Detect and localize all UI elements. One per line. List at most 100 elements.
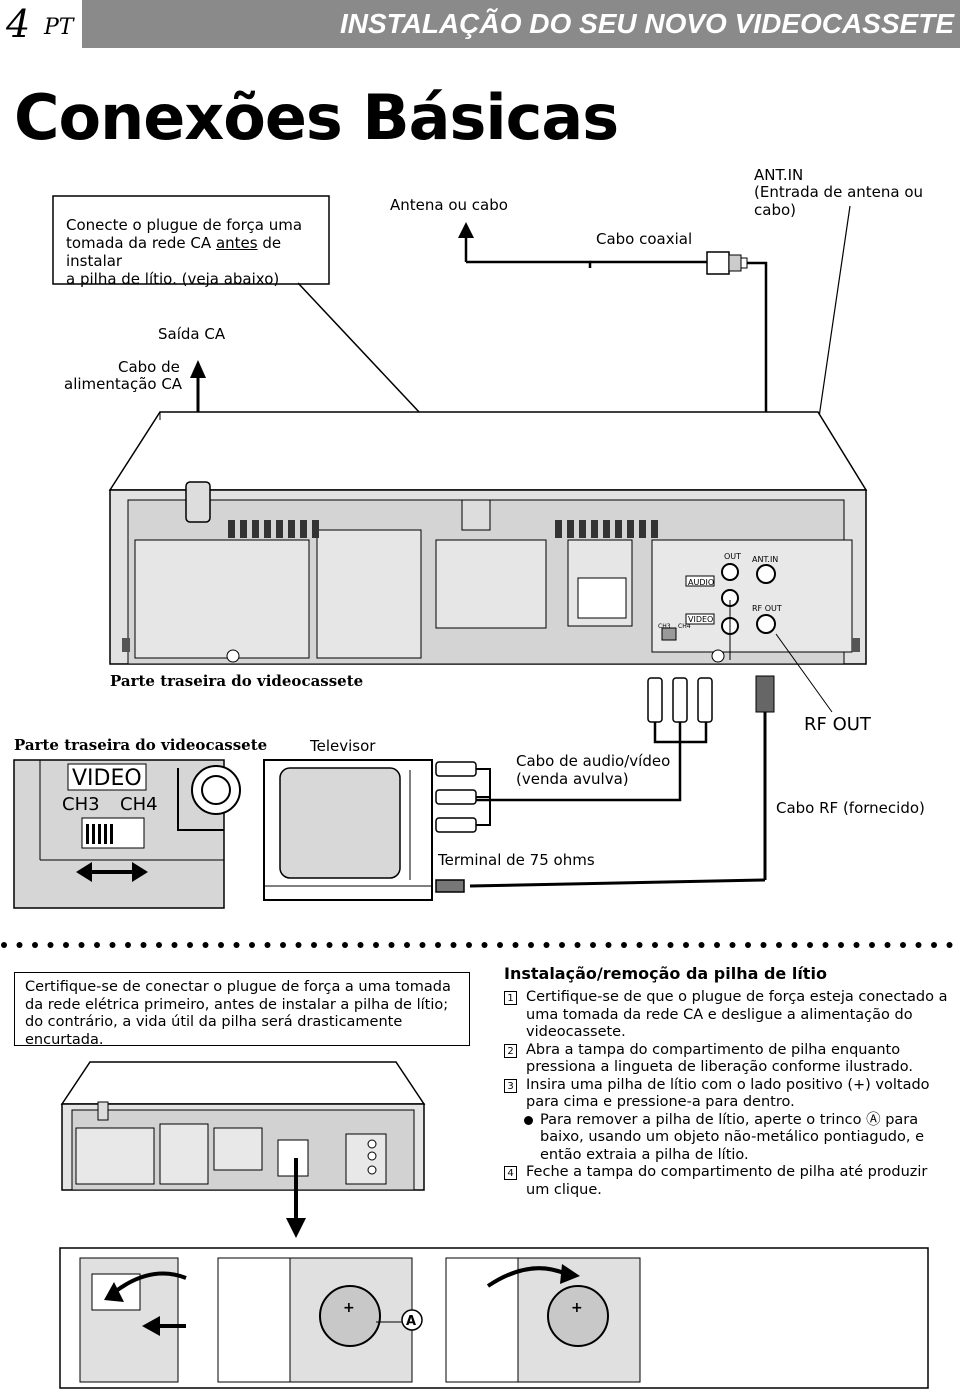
svg-text:CH3: CH3 <box>658 623 671 630</box>
divider-dot <box>404 942 410 948</box>
divider-dot <box>342 942 348 948</box>
av-cable-label-2: (venda avulva) <box>516 770 629 788</box>
rear-label: Parte traseira do videocassete <box>110 672 364 690</box>
coax-label: Cabo coaxial <box>596 230 693 248</box>
divider-dot <box>357 942 364 948</box>
divider-dot <box>946 942 953 948</box>
divider-dot <box>249 942 255 948</box>
divider-dot <box>264 942 271 948</box>
page-number-box <box>0 0 82 48</box>
connection-diagram: OUT ANT.IN AUDIO VIDEO RF OUT CH3 CH4 VI… <box>13 195 868 909</box>
power-cord-label-1: Cabo de <box>118 358 180 376</box>
divider-dot <box>884 942 891 948</box>
divider-dot <box>869 942 875 948</box>
page-number: 4 <box>6 2 31 46</box>
divider-dot <box>497 942 503 948</box>
divider-dot <box>47 942 54 948</box>
divider-dot <box>295 942 302 948</box>
svg-text:+: + <box>571 1300 583 1316</box>
ant-in-desc: (Entrada de antena ou cabo) <box>754 183 924 219</box>
divider-dot <box>140 942 147 948</box>
divider-dot <box>109 942 116 948</box>
divider-dot <box>528 942 534 948</box>
down-arrow-icon <box>286 1218 306 1238</box>
divider-dot <box>822 942 829 948</box>
divider-dot <box>32 942 38 948</box>
divider-dot <box>853 942 860 948</box>
divider-dot <box>156 942 162 948</box>
divider-dot <box>218 942 224 948</box>
divider-dot <box>838 942 844 948</box>
header-bar <box>0 0 960 48</box>
divider-dot <box>683 942 689 948</box>
divider-dot <box>233 942 240 948</box>
svg-text:CH4: CH4 <box>678 623 691 630</box>
note-box-text: Conecte o plugue de força uma tomada da … <box>66 216 303 288</box>
divider-dot <box>698 942 705 948</box>
vcr-top <box>108 411 868 491</box>
svg-text:VIDEO: VIDEO <box>72 766 142 791</box>
av-plugs-icon <box>647 677 713 723</box>
divider-dot <box>745 942 751 948</box>
divider-dot <box>78 942 85 948</box>
ant-in-label: ANT.IN <box>754 166 804 184</box>
power-plug-icon <box>185 481 211 523</box>
antenna-arrow-icon <box>458 222 474 238</box>
av-cable-label-1: Cabo de audio/vídeo <box>516 752 671 770</box>
coax-plug-icon <box>706 251 730 275</box>
power-cord-label-2: alimentação CA <box>64 375 183 393</box>
divider-dot <box>94 942 100 948</box>
divider-dot <box>760 942 767 948</box>
svg-text:A: A <box>406 1314 416 1329</box>
battery-heading: Instalação/remoção da pilha de lítio <box>504 964 827 983</box>
battery-icon <box>319 1285 381 1347</box>
arrow-right-icon <box>132 862 148 882</box>
divider-dot <box>512 942 519 948</box>
note-box <box>52 195 330 285</box>
divider-dot <box>621 942 627 948</box>
divider-dot <box>667 942 674 948</box>
divider-dot <box>16 942 23 948</box>
step-3-note: Para remover a pilha de lítio, aperte o … <box>504 1112 954 1165</box>
terminal-label: Terminal de 75 ohms <box>438 851 595 869</box>
svg-text:OUT: OUT <box>724 552 741 561</box>
latch-a-icon <box>401 1309 423 1331</box>
svg-text:+: + <box>343 1300 355 1316</box>
divider-dot <box>435 942 441 948</box>
ant-in-jack-icon <box>756 564 776 584</box>
svg-text:CH3: CH3 <box>62 794 100 815</box>
divider-dot <box>931 942 937 948</box>
divider-dot <box>559 942 565 948</box>
divider-dot <box>419 942 426 948</box>
divider-dot <box>714 942 720 948</box>
divider-dot <box>450 942 457 948</box>
inset-rear-label: Parte traseira do videocassete <box>14 736 268 754</box>
divider-dot <box>605 942 612 948</box>
divider-dot <box>776 942 782 948</box>
divider-dot <box>373 942 379 948</box>
warning-box: Certifique-se de conectar o plugue de fo… <box>14 972 470 1048</box>
antenna-label: Antena ou cabo <box>390 196 508 214</box>
divider-dot <box>1 942 7 948</box>
divider-dot <box>187 942 193 948</box>
dotted-divider <box>1 942 953 948</box>
divider-dot <box>652 942 658 948</box>
divider-dot <box>791 942 798 948</box>
divider-dot <box>311 942 317 948</box>
divider-dot <box>466 942 472 948</box>
divider-dot <box>590 942 596 948</box>
battery-diagrams: + + A <box>59 1061 929 1389</box>
rf-cable-label: Cabo RF (fornecido) <box>776 799 925 817</box>
rf-out-label: RF OUT <box>804 714 871 735</box>
svg-text:AUDIO: AUDIO <box>688 578 714 587</box>
divider-dot <box>900 942 906 948</box>
page-title: Conexões Básicas <box>14 81 619 154</box>
push-arrow-icon <box>142 1316 160 1336</box>
arrow-left-icon <box>76 862 92 882</box>
section-title: INSTALAÇÃO DO SEU NOVO VIDEOCASSETE <box>340 8 954 39</box>
divider-dot <box>280 942 286 948</box>
divider-dot <box>915 942 922 948</box>
